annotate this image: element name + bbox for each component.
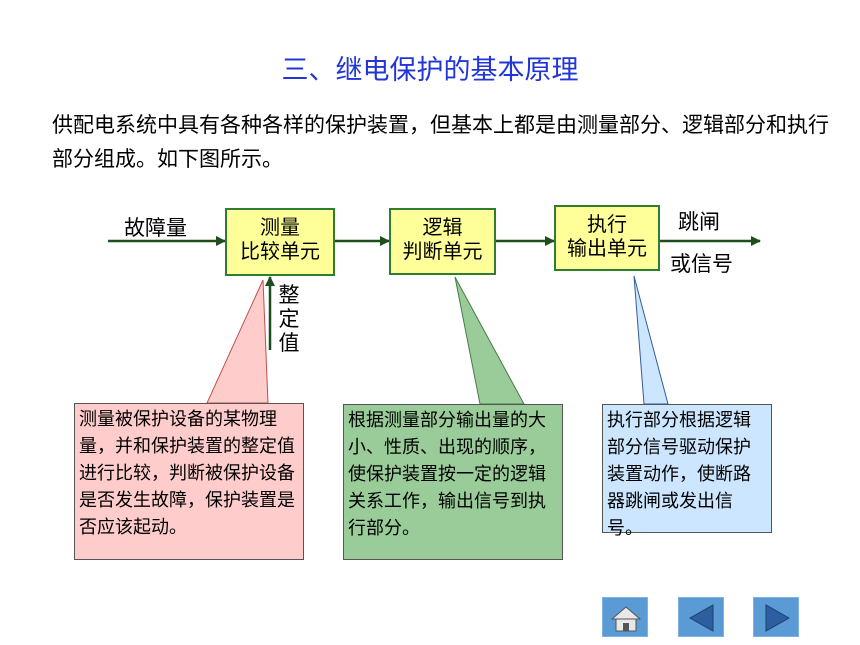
prev-button[interactable] bbox=[678, 597, 724, 637]
home-icon bbox=[610, 606, 642, 632]
unit-measure-line1: 测量 bbox=[260, 215, 300, 239]
note-pointer-logic bbox=[454, 276, 525, 405]
setting-label: 整定值 bbox=[278, 283, 300, 355]
note-pointer-measure bbox=[206, 279, 269, 404]
arrow-left-icon bbox=[688, 604, 714, 632]
unit-exec-line2: 输出单元 bbox=[567, 236, 647, 260]
unit-exec-line1: 执行 bbox=[587, 212, 627, 236]
unit-logic-line1: 逻辑 bbox=[422, 215, 463, 239]
unit-measure-line2: 比较单元 bbox=[240, 239, 320, 263]
note-logic: 根据测量部分输出量的大小、性质、出现的顺序，使保护装置按一定的逻辑关系工作，输出… bbox=[343, 404, 563, 560]
unit-logic: 逻辑 判断单元 bbox=[389, 208, 496, 275]
intro-paragraph: 供配电系统中具有各种各样的保护装置，但基本上都是由测量部分、逻辑部分和执行部分组… bbox=[52, 113, 829, 171]
note-pointer-exec bbox=[633, 275, 669, 405]
input-label: 故障量 bbox=[124, 216, 187, 240]
next-button[interactable] bbox=[753, 597, 799, 637]
arrow-right-icon bbox=[765, 604, 791, 632]
output-label-signal: 或信号 bbox=[670, 252, 733, 276]
note-measure: 测量被保护设备的某物理量，并和保护装置的整定值进行比较，判断被保护设备是否发生故… bbox=[74, 403, 304, 560]
slide-title: 三、继电保护的基本原理 bbox=[281, 55, 579, 86]
output-label-trip: 跳闸 bbox=[678, 210, 720, 234]
unit-measure: 测量 比较单元 bbox=[225, 208, 335, 276]
unit-logic-line2: 判断单元 bbox=[402, 239, 483, 263]
home-button[interactable] bbox=[602, 597, 648, 637]
note-exec: 执行部分根据逻辑部分信号驱动保护装置动作，使断路器跳闸或发出信号。 bbox=[602, 404, 772, 539]
unit-exec: 执行 输出单元 bbox=[554, 205, 660, 271]
